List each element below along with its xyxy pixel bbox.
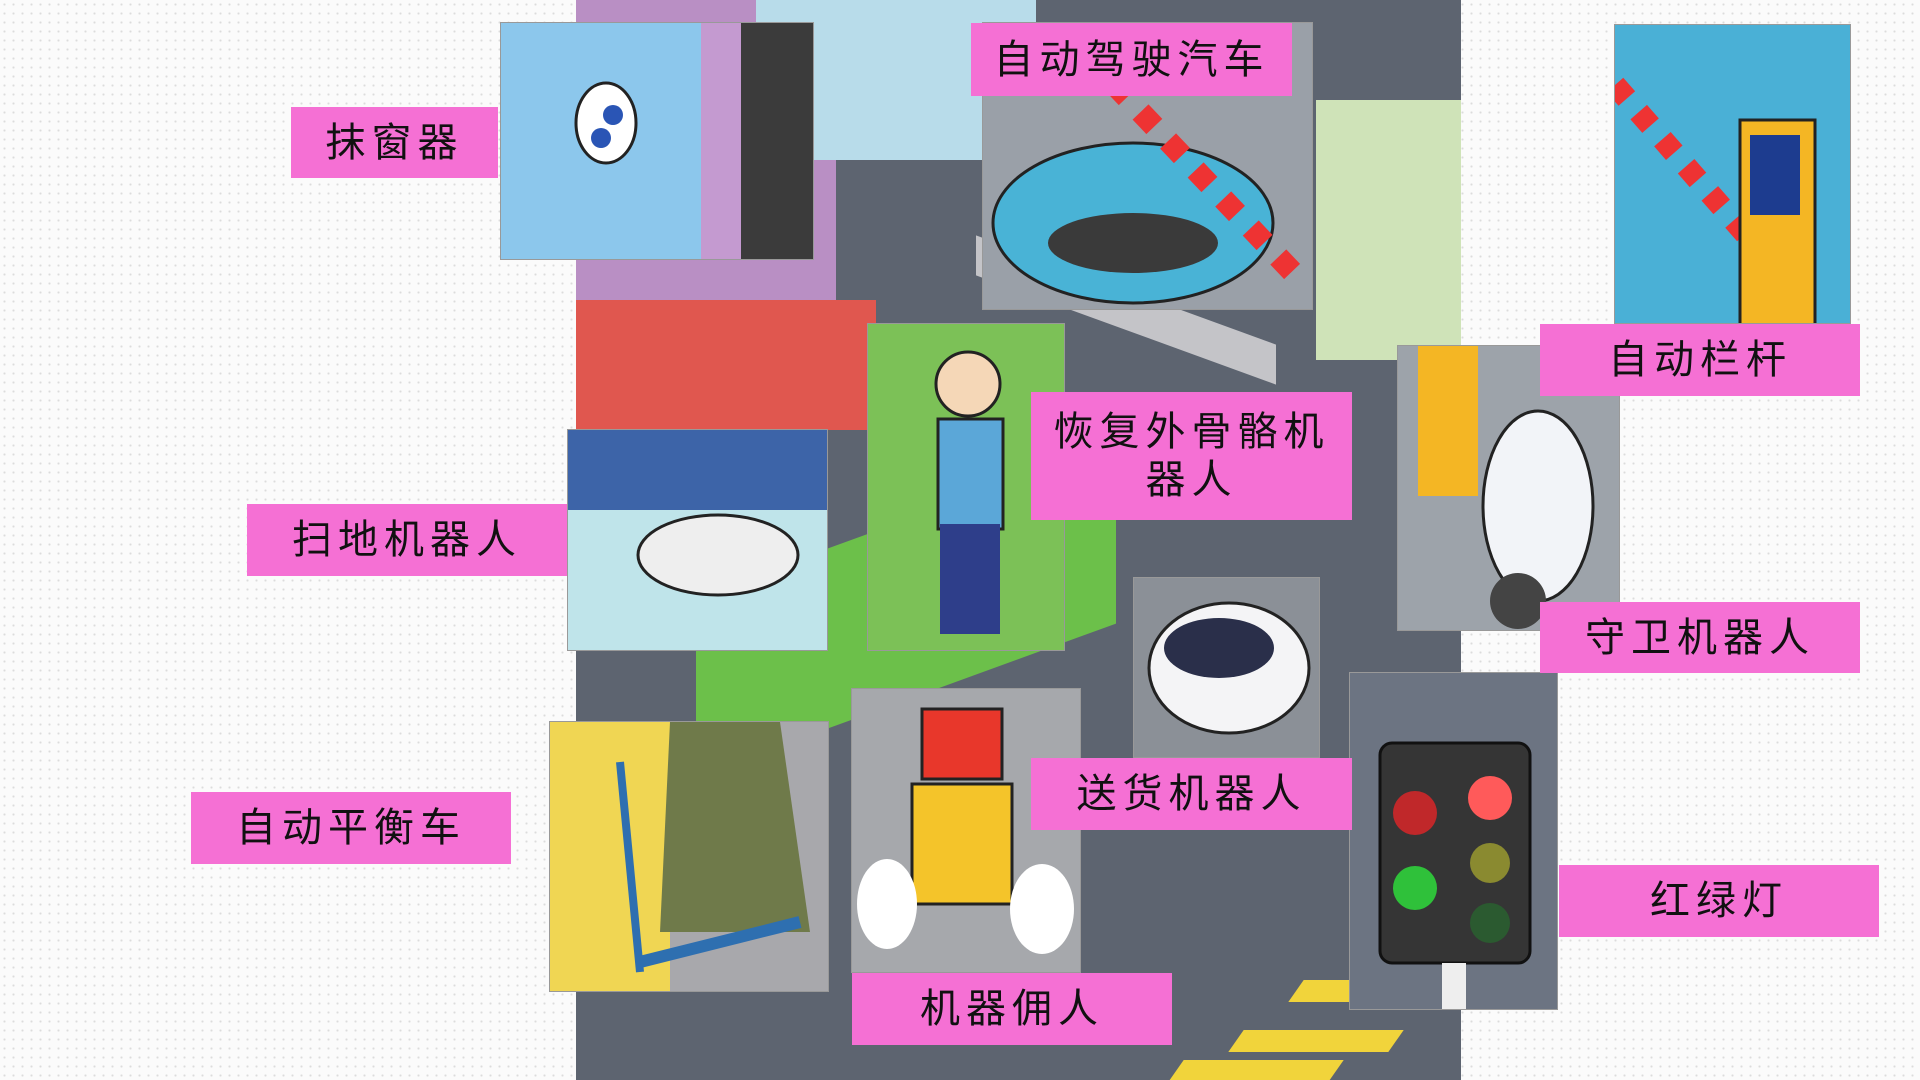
label-exoskeleton: 恢复外骨骼机器人 xyxy=(1031,392,1352,520)
auto-barrier-image xyxy=(1614,24,1851,324)
window-cleaner-image xyxy=(500,22,814,260)
label-traffic-light: 红绿灯 xyxy=(1559,865,1879,937)
label-self-driving-car: 自动驾驶汽车 xyxy=(971,23,1292,96)
label-guard-robot: 守卫机器人 xyxy=(1540,602,1860,673)
label-sweeping-robot: 扫地机器人 xyxy=(247,504,567,576)
delivery-robot-image xyxy=(1133,577,1320,758)
scooter-image xyxy=(549,721,829,992)
robot-servant-image xyxy=(851,688,1081,973)
label-self-balancing-scooter: 自动平衡车 xyxy=(191,792,511,864)
sweeping-robot-image xyxy=(567,429,828,651)
label-auto-barrier: 自动栏杆 xyxy=(1540,324,1860,396)
label-delivery-robot: 送货机器人 xyxy=(1031,758,1352,830)
label-window-cleaner: 抹窗器 xyxy=(291,107,498,178)
label-robot-servant: 机器佣人 xyxy=(852,973,1172,1045)
traffic-light-image xyxy=(1349,672,1558,1010)
